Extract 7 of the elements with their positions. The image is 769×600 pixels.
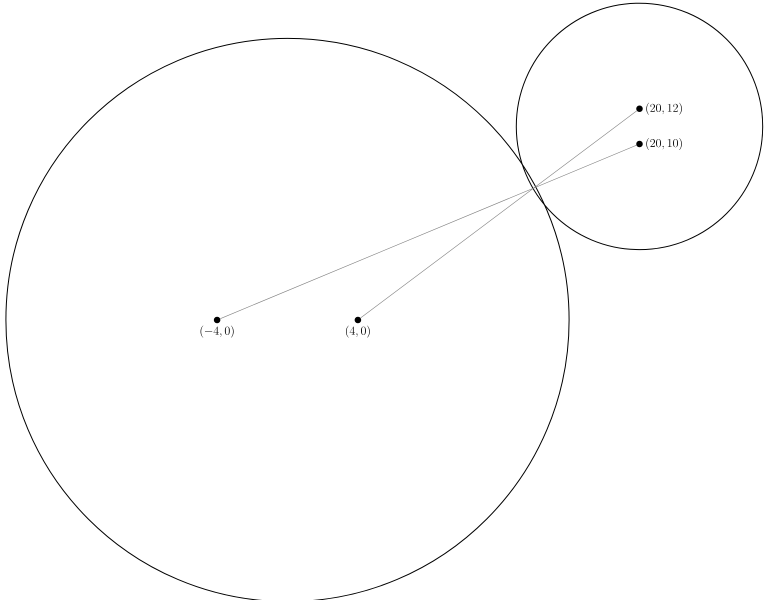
coordinate-label: $(4,0)$ [346,326,370,338]
line [360,110,638,318]
coordinate-label: $(20,10)$ [646,138,682,150]
circle [516,2,764,250]
coordinate-label: $(20,12)$ [646,102,682,115]
line [220,145,637,319]
coordinate-label: $(-4,0)$ [200,326,234,338]
